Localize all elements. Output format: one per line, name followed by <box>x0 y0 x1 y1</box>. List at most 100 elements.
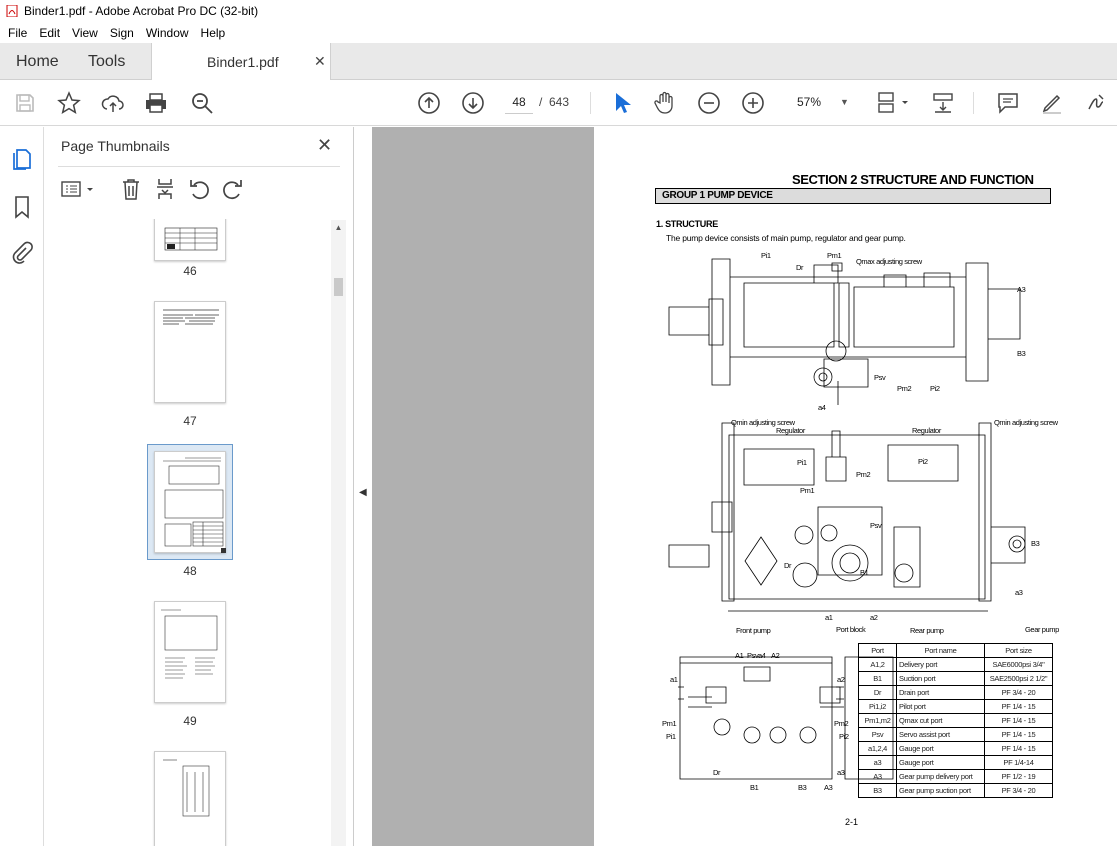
tab-tools[interactable]: Tools <box>88 53 126 70</box>
toolbar-divider <box>590 92 591 114</box>
thumbnail-preview <box>164 227 218 251</box>
thumbnail-page-46[interactable] <box>154 219 226 261</box>
diagram-label: Dr <box>784 561 792 570</box>
diagram-label: A2 <box>771 651 780 660</box>
thumbnail-page-49[interactable] <box>154 601 226 703</box>
table-cell: SAE2500psi 2 1/2" <box>984 671 1053 686</box>
table-cell: PF 3/4 - 20 <box>984 783 1053 798</box>
diagram-label: Pm2 <box>834 719 849 728</box>
close-tab-icon[interactable]: ✕ <box>314 53 326 69</box>
page-number-input[interactable]: 48 <box>505 90 533 114</box>
diagram-label: Pi2 <box>839 732 849 741</box>
diagram-label: B3 <box>1017 349 1026 358</box>
scroll-mode-icon[interactable] <box>931 91 955 115</box>
table-cell: PF 1/4 - 15 <box>984 699 1053 714</box>
attachment-icon[interactable] <box>11 241 33 265</box>
zoom-in-icon[interactable] <box>741 91 765 115</box>
print-icon[interactable] <box>144 91 168 115</box>
scroll-up-icon[interactable]: ▲ <box>334 223 343 232</box>
save-icon[interactable] <box>13 91 37 115</box>
thumbnail-page-number: 49 <box>183 714 197 728</box>
diagram-label: Gear pump <box>1025 625 1059 634</box>
page-separator: / <box>539 95 543 109</box>
thumbnail-options-icon[interactable] <box>61 179 95 199</box>
diagram-label: a1 <box>825 613 833 622</box>
sign-icon[interactable] <box>1085 91 1109 115</box>
menu-sign[interactable]: Sign <box>109 25 134 40</box>
zoom-out-icon[interactable] <box>697 91 721 115</box>
table-cell: PF 3/4 - 20 <box>984 685 1053 700</box>
table-cell: PF 1/2 - 19 <box>984 769 1053 784</box>
tab-document[interactable]: Binder1.pdf ✕ <box>151 43 331 81</box>
table-cell: Pilot port <box>896 699 985 714</box>
thumbnail-page-50[interactable] <box>154 751 226 846</box>
table-cell: Delivery port <box>896 657 985 672</box>
next-page-icon[interactable] <box>461 91 485 115</box>
table-header: Port name <box>896 643 985 658</box>
diagram-label: Qmax adjusting screw <box>856 257 922 266</box>
diagram-label: Qmin adjusting screw <box>994 418 1058 427</box>
pdf-page: SECTION 2 STRUCTURE AND FUNCTION GROUP 1… <box>594 127 1117 846</box>
fit-page-icon[interactable] <box>876 91 910 115</box>
close-panel-icon[interactable]: ✕ <box>317 135 333 155</box>
diagram-label: Psv <box>747 651 759 660</box>
select-cursor-icon[interactable] <box>610 91 634 115</box>
rotate-counterclockwise-icon[interactable] <box>188 177 210 201</box>
table-cell: Pm1,m2 <box>858 713 897 728</box>
panel-divider <box>58 166 340 167</box>
thumbnail-preview <box>163 759 210 817</box>
table-header: Port size <box>984 643 1053 658</box>
rotate-clockwise-icon[interactable] <box>222 177 244 201</box>
page-thumbnails-icon[interactable] <box>11 147 33 171</box>
collapse-panel-handle[interactable]: ◀ <box>354 127 372 846</box>
table-cell: PF 1/4 - 15 <box>984 741 1053 756</box>
menu-bar: File Edit View Sign Window Help <box>0 22 1117 43</box>
thumbnail-page-number: 48 <box>183 564 197 578</box>
tab-home[interactable]: Home <box>16 53 59 70</box>
star-icon[interactable] <box>57 91 81 115</box>
previous-page-icon[interactable] <box>417 91 441 115</box>
menu-edit[interactable]: Edit <box>39 25 61 40</box>
thumbnail-page-48[interactable] <box>154 451 226 553</box>
scrollbar-thumb[interactable] <box>334 278 343 296</box>
diagram-label: Pi1 <box>797 458 807 467</box>
table-cell: PF 1/4 - 15 <box>984 713 1053 728</box>
menu-help[interactable]: Help <box>200 25 226 40</box>
diagram-label: Qmin adjusting screw <box>731 418 795 427</box>
diagram-label: a1 <box>670 675 678 684</box>
table-cell: B3 <box>858 783 897 798</box>
delete-page-icon[interactable] <box>120 177 142 201</box>
menu-file[interactable]: File <box>8 25 28 40</box>
diagram-label: A3 <box>824 783 833 792</box>
zoom-dropdown[interactable]: 57% ▼ <box>784 90 854 114</box>
diagram-label: Psv <box>870 521 882 530</box>
hand-tool-icon[interactable] <box>653 91 677 115</box>
diagram-label: A3 <box>1017 285 1026 294</box>
menu-view[interactable]: View <box>72 25 98 40</box>
extract-page-icon[interactable] <box>154 177 176 201</box>
document-viewer[interactable]: SECTION 2 STRUCTURE AND FUNCTION GROUP 1… <box>372 127 1117 846</box>
table-cell: A3 <box>858 769 897 784</box>
toolbar-divider <box>973 92 974 114</box>
thumbnail-scrollbar[interactable]: ▲ <box>331 220 346 846</box>
diagram-label: Pm2 <box>856 470 871 479</box>
zoom-search-icon[interactable] <box>190 91 214 115</box>
panel-title: Page Thumbnails <box>61 138 170 154</box>
chevron-down-icon: ▼ <box>840 97 849 107</box>
menu-window[interactable]: Window <box>145 25 189 40</box>
bookmark-icon[interactable] <box>13 195 31 219</box>
diagram-label: Psv <box>874 373 886 382</box>
left-navigation-rail <box>0 127 44 846</box>
highlight-pen-icon[interactable] <box>1040 91 1064 115</box>
table-cell: a1,2,4 <box>858 741 897 756</box>
table-header-row: Port Port name Port size <box>858 643 1053 658</box>
upload-cloud-icon[interactable] <box>101 91 125 115</box>
thumbnail-page-47[interactable] <box>154 301 226 403</box>
comment-icon[interactable] <box>996 91 1020 115</box>
structure-heading: 1. STRUCTURE <box>656 219 718 229</box>
